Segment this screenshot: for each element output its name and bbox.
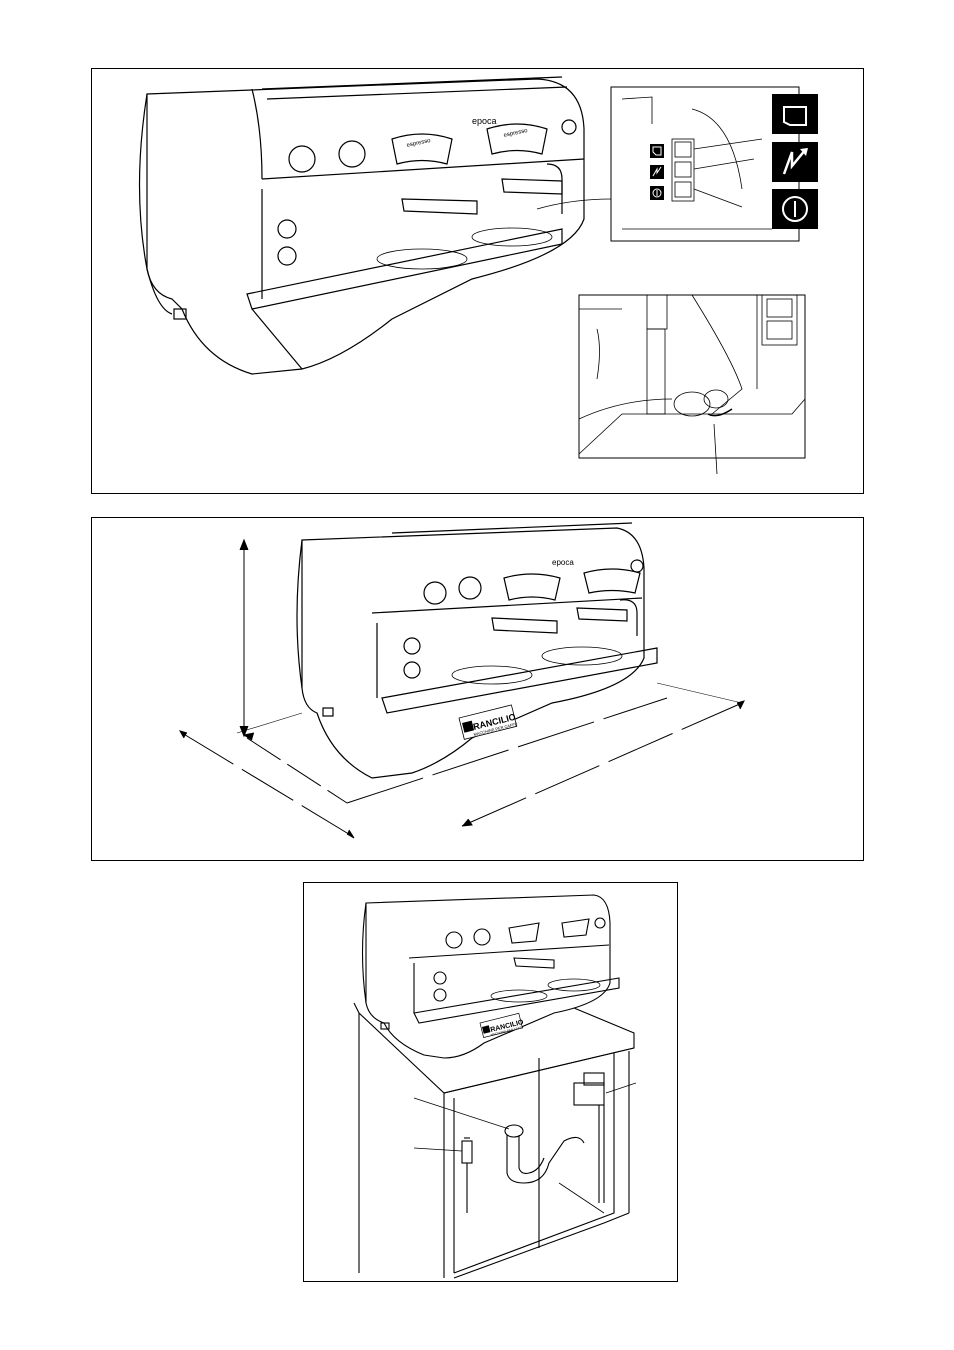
dimensions-illustration: epoca RANCILIO MACCHINE PER CAFFE (92, 518, 865, 862)
controls-inset (611, 87, 818, 241)
group-head-label-left: espresso (406, 138, 432, 149)
brand-plate: RANCILIO MACCHINE PER CAFFE (459, 705, 518, 739)
figure-panel-installation: RANCILIO MACCHINE PER CAFFE (303, 882, 678, 1282)
machine-controls-illustration: epoca espresso espresso (92, 69, 865, 495)
espresso-machine-drawing (354, 895, 636, 1278)
espresso-machine-drawing (297, 523, 657, 778)
machine-front-label: epoca (552, 558, 574, 567)
installation-illustration: RANCILIO MACCHINE PER CAFFE (304, 883, 679, 1283)
dimension-lines (180, 540, 744, 838)
pump-inset (579, 295, 805, 474)
machine-front-label: epoca (472, 116, 497, 126)
small-control-icons (650, 144, 664, 200)
espresso-machine-drawing (140, 77, 613, 374)
cup-icon (772, 94, 818, 134)
group-head-label-right: espresso (503, 128, 529, 139)
cup-icon (650, 144, 664, 158)
figure-panel-machine-controls: epoca espresso espresso (91, 68, 864, 494)
figure-panel-dimensions: epoca RANCILIO MACCHINE PER CAFFE (91, 517, 864, 861)
brand-plate: RANCILIO MACCHINE PER CAFFE (480, 1013, 525, 1037)
